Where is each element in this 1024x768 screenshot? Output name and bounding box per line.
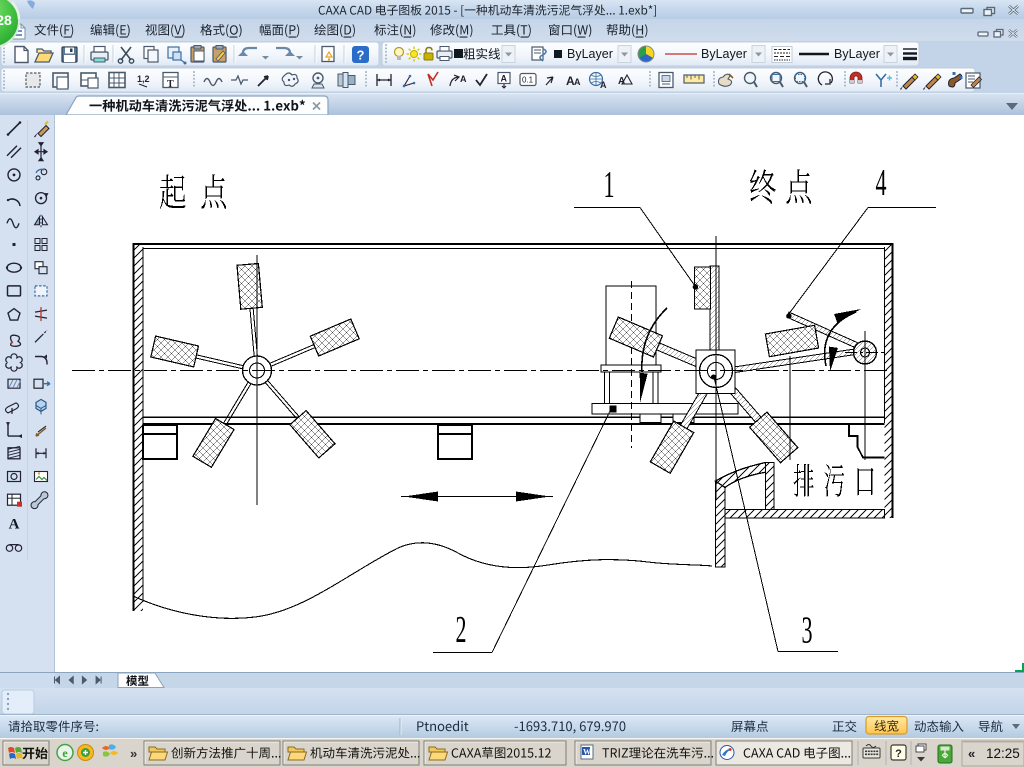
svg-text:12:25: 12:25 xyxy=(986,746,1020,761)
svg-text:ByLayer: ByLayer xyxy=(567,47,613,61)
svg-text:«: « xyxy=(968,746,975,761)
svg-text:e: e xyxy=(62,746,68,760)
svg-text:4: 4 xyxy=(875,161,886,204)
svg-text:2: 2 xyxy=(455,608,466,651)
svg-text:A: A xyxy=(9,516,20,532)
svg-text:A: A xyxy=(574,77,581,87)
svg-text:3: 3 xyxy=(801,608,812,651)
svg-text:»: » xyxy=(130,746,137,761)
svg-text:?: ? xyxy=(895,748,902,760)
svg-text:?: ? xyxy=(357,48,365,63)
svg-text:A: A xyxy=(600,80,607,90)
svg-text:ByLayer: ByLayer xyxy=(834,47,880,61)
svg-text:0.1: 0.1 xyxy=(522,76,534,85)
svg-text:A: A xyxy=(566,74,575,88)
svg-text:T: T xyxy=(167,79,174,90)
svg-text:ByLayer: ByLayer xyxy=(701,47,747,61)
svg-text:1: 1 xyxy=(603,163,614,206)
svg-text:A: A xyxy=(460,74,467,84)
svg-text:A: A xyxy=(618,76,625,87)
svg-text:A: A xyxy=(501,74,508,84)
svg-text:W: W xyxy=(583,748,591,757)
svg-text:1,2: 1,2 xyxy=(137,74,150,84)
